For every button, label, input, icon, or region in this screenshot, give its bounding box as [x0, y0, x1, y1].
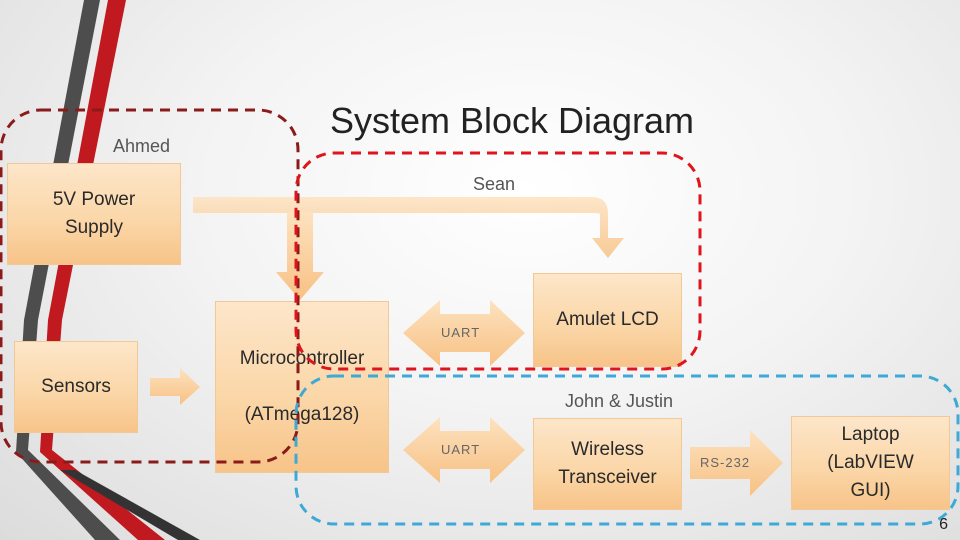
page-number: 6	[939, 516, 948, 533]
power-to-mcu-arrow	[276, 212, 324, 300]
power-supply-line-1: 5V Power	[52, 189, 136, 210]
amulet-lcd-block: Amulet LCD	[533, 273, 682, 367]
microcontroller-line-1: Microcontroller	[239, 348, 365, 369]
rs232-arrow	[690, 430, 783, 496]
red-stripe	[40, 0, 165, 540]
john-justin-group-boundary	[294, 374, 960, 526]
ahmed-group-boundary	[0, 108, 300, 464]
uart-lcd-double-arrow	[403, 300, 525, 366]
laptop-block: Laptop (LabVIEW GUI)	[791, 416, 950, 510]
wireless-transceiver-block: Wireless Transceiver	[533, 418, 682, 510]
microcontroller-line-3: (ATmega128)	[244, 404, 360, 425]
uart-wireless-double-arrow	[403, 417, 525, 483]
microcontroller-block: Microcontroller (ATmega128)	[215, 301, 389, 473]
laptop-line-2: (LabVIEW	[827, 452, 914, 473]
amulet-lcd-label: Amulet LCD	[556, 309, 659, 330]
wireless-line-1: Wireless	[571, 439, 644, 460]
sensors-label: Sensors	[41, 376, 111, 397]
gray-stripe	[16, 0, 120, 540]
power-supply-block: 5V Power Supply	[7, 163, 181, 265]
sean-group-label: Sean	[473, 174, 516, 194]
sensors-to-mcu-arrow	[150, 368, 200, 405]
slide-title: System Block Diagram	[329, 100, 695, 141]
uart-wireless-label: UART	[441, 442, 481, 457]
laptop-line-1: Laptop	[841, 424, 900, 445]
uart-lcd-label: UART	[441, 325, 481, 340]
power-supply-line-2: Supply	[64, 217, 124, 238]
dark-stripe	[60, 470, 200, 540]
wireless-line-2: Transceiver	[558, 467, 657, 488]
john-justin-group-label: John & Justin	[565, 391, 674, 411]
ahmed-group-label: Ahmed	[113, 136, 171, 156]
rs232-label: RS-232	[700, 455, 751, 470]
laptop-line-3: GUI)	[850, 480, 891, 501]
sensors-block: Sensors	[14, 341, 138, 433]
sean-group-boundary	[294, 151, 702, 371]
